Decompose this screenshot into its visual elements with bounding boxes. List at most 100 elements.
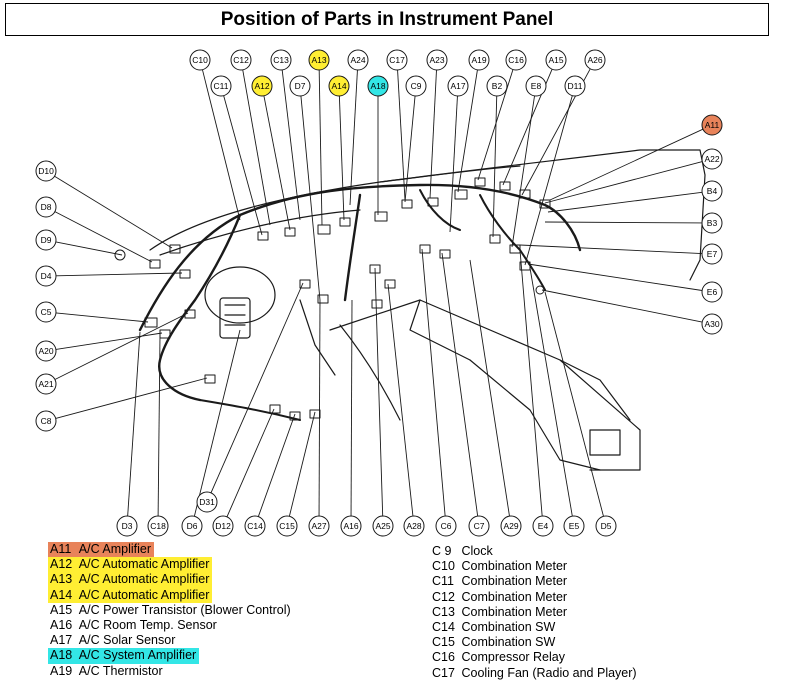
callout-a27: A27 bbox=[308, 515, 330, 537]
leader-c12 bbox=[242, 69, 271, 226]
leader-c5 bbox=[55, 312, 149, 323]
callout-leaders bbox=[54, 68, 704, 518]
callout-circle bbox=[435, 515, 457, 537]
leader-a27 bbox=[318, 299, 321, 517]
callout-circle bbox=[701, 313, 723, 335]
legend-code: A14 bbox=[50, 587, 73, 602]
callout-label: C18 bbox=[150, 521, 166, 531]
callout-label: C5 bbox=[41, 307, 52, 317]
callout-label: A14 bbox=[331, 81, 346, 91]
callout-d6: D6 bbox=[181, 515, 203, 537]
callout-d8: D8 bbox=[35, 196, 57, 218]
callout-a19: A19 bbox=[468, 49, 490, 71]
callout-circle bbox=[525, 75, 547, 97]
leader-d10 bbox=[54, 175, 173, 249]
callout-label: D3 bbox=[122, 521, 133, 531]
callout-circle bbox=[35, 373, 57, 395]
callout-c18: C18 bbox=[147, 515, 169, 537]
legend-entry: C17 Cooling Fan (Radio and Player) bbox=[430, 666, 640, 681]
legend-item: C16 Compressor Relay bbox=[430, 650, 640, 665]
callout-c5: C5 bbox=[35, 301, 57, 323]
callout-e4: E4 bbox=[532, 515, 554, 537]
legend-item: C12 Combination Meter bbox=[430, 590, 640, 605]
leader-a21 bbox=[54, 312, 189, 380]
leader-b3 bbox=[544, 221, 703, 224]
leader-a16 bbox=[350, 299, 353, 517]
callout-circle bbox=[189, 49, 211, 71]
legend-name: A/C System Amplifier bbox=[78, 648, 197, 663]
legend-code: A12 bbox=[50, 557, 73, 572]
leader-a29 bbox=[469, 259, 510, 517]
legend-item: A15 A/C Power Transistor (Blower Control… bbox=[48, 603, 294, 618]
leader-d9 bbox=[55, 241, 123, 256]
leader-d5 bbox=[544, 291, 604, 517]
callout-label: D5 bbox=[601, 521, 612, 531]
leader-e8 bbox=[511, 95, 535, 248]
legend-name: Combination Meter bbox=[461, 604, 568, 619]
callout-a26: A26 bbox=[584, 49, 606, 71]
callout-c17: C17 bbox=[386, 49, 408, 71]
callout-c14: C14 bbox=[244, 515, 266, 537]
leader-a19 bbox=[457, 69, 478, 193]
callout-a23: A23 bbox=[426, 49, 448, 71]
callout-a22: A22 bbox=[701, 148, 723, 170]
callout-a24: A24 bbox=[347, 49, 369, 71]
legend-entry: A15 A/C Power Transistor (Blower Control… bbox=[48, 603, 294, 618]
legend-highlight: A11 A/C Amplifier bbox=[48, 542, 155, 558]
callout-circle bbox=[210, 75, 232, 97]
legend-code: C16 bbox=[432, 650, 455, 665]
callout-circle bbox=[563, 515, 585, 537]
callout-label: A27 bbox=[311, 521, 326, 531]
callout-c12: C12 bbox=[230, 49, 252, 71]
leader-c8 bbox=[55, 377, 208, 419]
legend-code: A16 bbox=[50, 617, 73, 632]
legend-code: C15 bbox=[432, 635, 455, 650]
leader-c10 bbox=[201, 69, 241, 221]
leader-d31 bbox=[210, 282, 304, 494]
legend-item: C15 Combination SW bbox=[430, 635, 640, 650]
legend-highlight: A13 A/C Automatic Amplifier bbox=[48, 572, 213, 588]
legend-item: A11 A/C Amplifier bbox=[48, 542, 294, 558]
callout-a11: A11 bbox=[701, 114, 723, 136]
callout-label: A25 bbox=[375, 521, 390, 531]
legend-entry: C13 Combination Meter bbox=[430, 605, 570, 620]
callout-circle bbox=[35, 229, 57, 251]
callout-circle bbox=[35, 196, 57, 218]
legend-item: C 9 Clock bbox=[430, 544, 640, 559]
leader-a13 bbox=[318, 69, 323, 226]
callout-label: A30 bbox=[704, 319, 719, 329]
legend-code: C10 bbox=[432, 559, 455, 574]
legend-entry: C12 Combination Meter bbox=[430, 590, 570, 605]
callout-circle bbox=[270, 49, 292, 71]
legend-name: Compressor Relay bbox=[461, 650, 565, 665]
callout-circle bbox=[276, 515, 298, 537]
legend-item: A12 A/C Automatic Amplifier bbox=[48, 557, 294, 573]
callout-d5: D5 bbox=[595, 515, 617, 537]
callout-label: A28 bbox=[406, 521, 421, 531]
callout-label: D11 bbox=[568, 81, 583, 91]
legend-item: A17 A/C Solar Sensor bbox=[48, 633, 294, 648]
callout-circle bbox=[426, 49, 448, 71]
legend-code: C11 bbox=[432, 574, 455, 589]
callout-label: C8 bbox=[41, 416, 52, 426]
leader-c18 bbox=[157, 334, 161, 517]
legend-code: A17 bbox=[50, 633, 73, 648]
leader-a11 bbox=[549, 128, 704, 201]
callout-label: C9 bbox=[411, 81, 422, 91]
callout-circle bbox=[212, 515, 234, 537]
leader-a23 bbox=[429, 69, 437, 199]
callout-d11: D11 bbox=[564, 75, 586, 97]
callout-label: D4 bbox=[41, 271, 52, 281]
callout-label: A21 bbox=[38, 379, 53, 389]
callout-circle bbox=[35, 301, 57, 323]
callout-a21: A21 bbox=[35, 373, 57, 395]
legend-name: Clock bbox=[461, 544, 493, 558]
callout-a18: A18 bbox=[367, 75, 389, 97]
legend-item: C10 Combination Meter bbox=[430, 559, 640, 574]
callout-d4: D4 bbox=[35, 265, 57, 287]
callout-c9: C9 bbox=[405, 75, 427, 97]
callout-circle bbox=[328, 75, 350, 97]
callout-label: A11 bbox=[705, 120, 720, 130]
legend-code: C13 bbox=[432, 604, 455, 619]
